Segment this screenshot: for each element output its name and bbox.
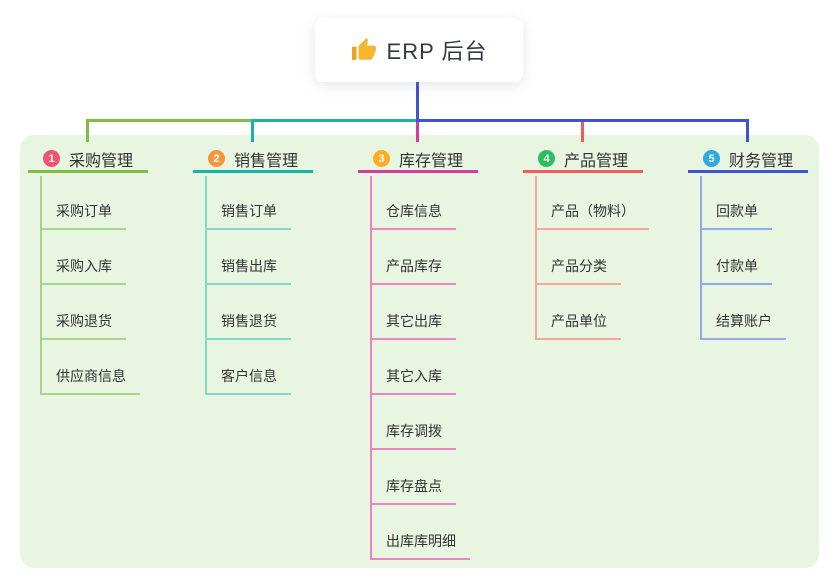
- branch-drop-line-5: [746, 119, 749, 142]
- child-topic[interactable]: 采购订单: [40, 200, 126, 230]
- branch-label: 产品管理: [564, 152, 629, 170]
- branch-drop-line-3: [416, 119, 419, 142]
- background-panel: [20, 135, 819, 568]
- branch-drop-line-4: [581, 119, 584, 142]
- child-topic[interactable]: 客户信息: [205, 365, 291, 395]
- child-topic[interactable]: 库存盘点: [370, 475, 456, 505]
- child-topic[interactable]: 其它入库: [370, 365, 456, 395]
- branch-badge-5: 5: [703, 150, 720, 167]
- child-topic[interactable]: 其它出库: [370, 310, 456, 340]
- child-topic[interactable]: 销售退货: [205, 310, 291, 340]
- branch-label: 采购管理: [69, 152, 134, 170]
- child-topic[interactable]: 采购入库: [40, 255, 126, 285]
- child-topic[interactable]: 产品单位: [535, 310, 621, 340]
- root-title: ERP 后台: [386, 39, 488, 64]
- branch-drop-line-1: [86, 119, 89, 142]
- branch-label: 财务管理: [729, 152, 794, 170]
- child-rail-5: [700, 176, 702, 338]
- branch-badge-2: 2: [208, 150, 225, 167]
- child-topic[interactable]: 产品（物料）: [535, 200, 649, 230]
- branch-title-2[interactable]: 2 销售管理: [193, 147, 313, 173]
- branch-badge-4: 4: [538, 150, 555, 167]
- branch-label: 库存管理: [399, 152, 464, 170]
- child-topic[interactable]: 回款单: [700, 200, 772, 230]
- branch-badge-3: 3: [373, 150, 390, 167]
- thumbs-up-icon: [351, 37, 377, 63]
- branch-badge-1: 1: [43, 150, 60, 167]
- child-topic[interactable]: 付款单: [700, 255, 772, 285]
- root-stem-line: [416, 82, 419, 122]
- branch-title-3[interactable]: 3 库存管理: [358, 147, 478, 173]
- child-topic[interactable]: 产品分类: [535, 255, 621, 285]
- child-topic[interactable]: 销售订单: [205, 200, 291, 230]
- child-topic[interactable]: 供应商信息: [40, 365, 140, 395]
- branch-label: 销售管理: [234, 152, 299, 170]
- child-topic[interactable]: 采购退货: [40, 310, 126, 340]
- root-node[interactable]: ERP 后台: [315, 18, 523, 82]
- child-topic[interactable]: 库存调拨: [370, 420, 456, 450]
- child-topic[interactable]: 结算账户: [700, 310, 786, 340]
- child-topic[interactable]: 出库库明细: [370, 530, 470, 560]
- child-topic[interactable]: 销售出库: [205, 255, 291, 285]
- bus-segment-2: [251, 119, 419, 122]
- child-rail-4: [535, 176, 537, 338]
- branch-title-4[interactable]: 4 产品管理: [523, 147, 643, 173]
- branch-title-1[interactable]: 1 采购管理: [28, 147, 148, 173]
- child-topic[interactable]: 产品库存: [370, 255, 456, 285]
- branch-title-5[interactable]: 5 财务管理: [688, 147, 808, 173]
- child-topic[interactable]: 仓库信息: [370, 200, 456, 230]
- bus-segment-4: [416, 119, 749, 122]
- child-rail-3: [370, 176, 372, 558]
- branch-drop-line-2: [251, 119, 254, 142]
